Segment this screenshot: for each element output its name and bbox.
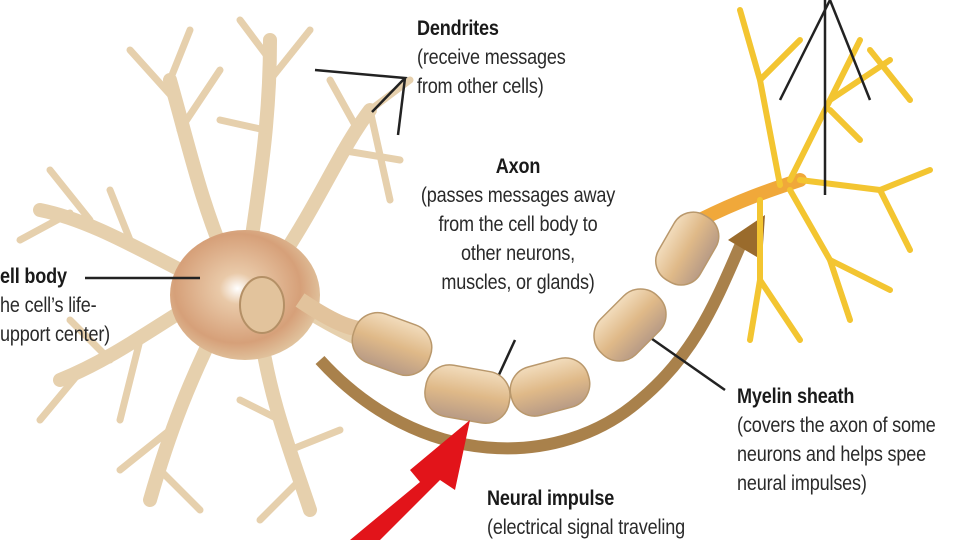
label-axon: Axon (passes messages away from the cell… <box>420 155 616 294</box>
label-neural-impulse: Neural impulse (electrical signal travel… <box>487 487 685 539</box>
myelin-sheath <box>351 211 720 425</box>
axon-terminal <box>693 7 933 343</box>
nucleus <box>239 276 285 334</box>
impulse-arrow <box>315 232 751 455</box>
pointer-arrow <box>350 420 470 540</box>
label-myelin-sheath: Myelin sheath (covers the axon of some n… <box>737 385 936 495</box>
label-dendrites: Dendrites (receive messages from other c… <box>417 17 566 98</box>
label-cell-body: ell body he cell’s life- upport center) <box>0 265 111 346</box>
impulse-arrowhead <box>728 215 765 260</box>
